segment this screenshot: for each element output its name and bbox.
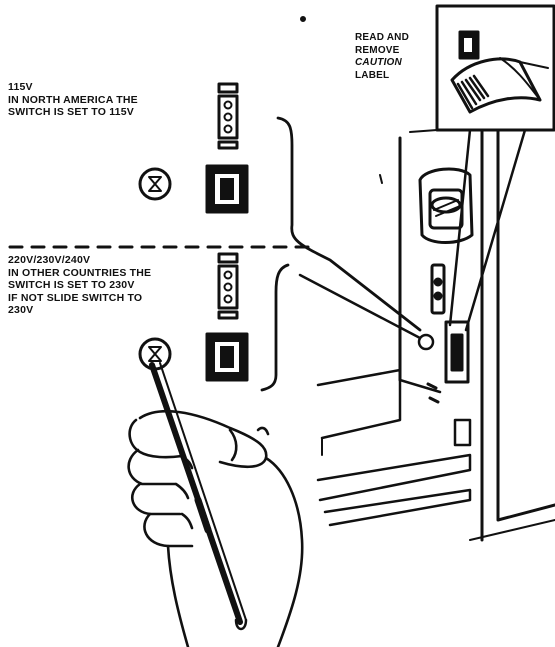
- voltage-115-line: SWITCH IS SET TO 115V: [8, 106, 138, 119]
- voltage-230-line: IN OTHER COUNTRIES THE: [8, 267, 151, 280]
- voltage-230-line: IF NOT SLIDE SWITCH TO: [8, 292, 151, 305]
- hand-with-pen-icon: [129, 363, 303, 647]
- bracket-lower: [262, 265, 288, 390]
- inset-callout-line-right: [466, 130, 525, 330]
- caution-line: REMOVE: [355, 45, 409, 58]
- voltage-115-line: IN NORTH AMERICA THE: [8, 94, 138, 107]
- voltage-230-line: 220V/230V/240V: [8, 254, 151, 267]
- caution-label-icon: [452, 32, 548, 112]
- rear-dial-icon: [419, 335, 433, 349]
- machine-voltage-switch-icon: [446, 322, 468, 382]
- voltage-115-line: 115V: [8, 81, 138, 94]
- voltage-dial-115-icon: [140, 169, 170, 199]
- voltage-115-text: 115V IN NORTH AMERICA THE SWITCH IS SET …: [8, 81, 138, 119]
- switch-115-diagram: [207, 84, 247, 212]
- switch-230-diagram: [207, 254, 247, 380]
- voltage-230-line: SWITCH IS SET TO 230V: [8, 279, 151, 292]
- small-port-icon: [432, 265, 444, 313]
- caution-line: READ AND: [355, 32, 409, 45]
- caution-line: CAUTION: [355, 57, 409, 70]
- caution-label-text: READ AND REMOVE CAUTION LABEL: [355, 32, 409, 82]
- voltage-230-line: 230V: [8, 304, 151, 317]
- caution-line: LABEL: [355, 70, 409, 83]
- voltage-dial-230-icon: [140, 339, 170, 369]
- voltage-230-text: 220V/230V/240V IN OTHER COUNTRIES THE SW…: [8, 254, 151, 317]
